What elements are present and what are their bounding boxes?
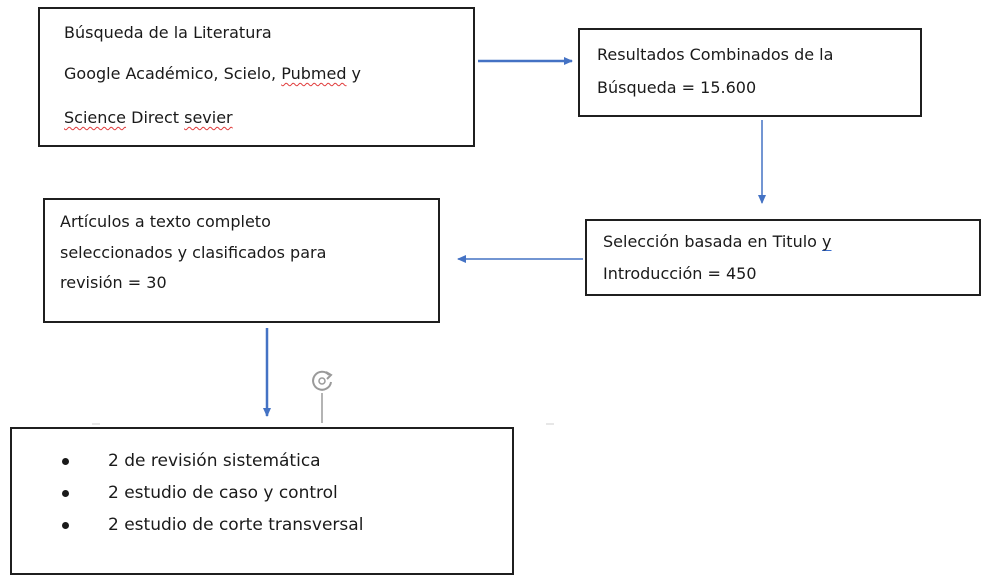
search-box: Búsqueda de la Literatura Google Académi… xyxy=(38,7,475,147)
search-sources-part-3: y xyxy=(346,64,362,83)
search-sources-more-part-2: Direct xyxy=(126,108,185,127)
combined-results-line-1: Resultados Combinados de la xyxy=(597,45,834,64)
combined-results-box: Resultados Combinados de la Búsqueda = 1… xyxy=(578,28,922,117)
selection-line-1: Selección basada en Titulo y xyxy=(603,232,832,251)
search-sources-more: Science Direct sevier xyxy=(64,108,233,127)
search-sources: Google Académico, Scielo, Pubmed y xyxy=(64,64,361,83)
search-sources-part-1: Google Académico, Scielo, xyxy=(64,64,282,83)
search-sources-part-2: Pubmed xyxy=(281,64,347,83)
fulltext-line-3: revisión = 30 xyxy=(60,273,167,292)
fulltext-box: Artículos a texto completo seleccionados… xyxy=(43,198,440,323)
rotate-handle-icon[interactable] xyxy=(304,365,340,425)
search-sources-more-part-3: sevier xyxy=(184,108,233,127)
search-title: Búsqueda de la Literatura xyxy=(64,23,272,42)
results-item: 2 de revisión sistemática xyxy=(62,445,363,477)
fulltext-line-2: seleccionados y clasificados para xyxy=(60,243,327,262)
selection-box: Selección basada en Titulo y Introducció… xyxy=(585,219,981,296)
results-item: 2 estudio de caso y control xyxy=(62,477,363,509)
fulltext-line-1: Artículos a texto completo xyxy=(60,212,271,231)
combined-results-line-2: Búsqueda = 15.600 xyxy=(597,78,757,97)
search-sources-more-part-1: Science xyxy=(64,108,127,127)
results-box: 2 de revisión sistemática 2 estudio de c… xyxy=(10,427,514,575)
results-list: 2 de revisión sistemática 2 estudio de c… xyxy=(62,445,363,541)
selection-line-1-part-1: Selección basada en Titulo xyxy=(603,232,823,251)
selection-line-1-part-2: y xyxy=(822,232,832,251)
results-item: 2 estudio de corte transversal xyxy=(62,509,363,541)
selection-line-2: Introducción = 450 xyxy=(603,264,757,283)
